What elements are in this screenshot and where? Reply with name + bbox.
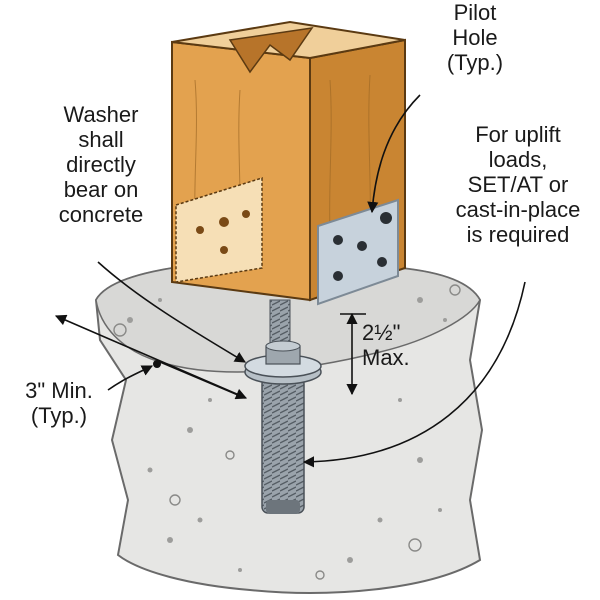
- concrete-anchor: [261, 377, 305, 514]
- embed-depth-line-2: Max.: [362, 345, 410, 370]
- edge-distance-line-2: (Typ.): [30, 403, 88, 428]
- uplift-label: For uplift loads, SET/AT or cast-in-plac…: [438, 122, 598, 247]
- uplift-line-2: loads,: [488, 147, 548, 172]
- uplift-line-3: SET/AT or: [467, 172, 569, 197]
- edge-distance-point: [153, 360, 161, 368]
- uplift-line-4: cast-in-place: [455, 197, 581, 222]
- pilot-hole-leader: [367, 94, 421, 214]
- pilot-hole-line-1: Pilot: [453, 0, 497, 25]
- uplift-line-5: is required: [466, 222, 570, 247]
- washer-line-1: Washer: [63, 102, 139, 127]
- edge-distance-arrow: [54, 314, 248, 400]
- pilot-hole-label: Pilot Hole (Typ.): [420, 0, 530, 75]
- edge-distance-label: 3" Min. (Typ.): [4, 378, 114, 428]
- washer-line-2: shall: [78, 127, 124, 152]
- washer-and-nut: [244, 340, 322, 385]
- post-base-side-plate: [175, 176, 263, 283]
- pilot-hole-line-2: Hole: [452, 25, 498, 50]
- edge-distance-line-1: 3" Min.: [25, 378, 93, 403]
- uplift-leader: [302, 281, 526, 468]
- leader-lines: [54, 94, 526, 468]
- washer-line-5: concrete: [58, 202, 144, 227]
- embed-depth-label: 2½" Max.: [362, 320, 432, 370]
- washer-label: Washer shall directly bear on concrete: [36, 102, 166, 227]
- edge-distance-leader: [107, 365, 154, 391]
- pilot-hole-line-3: (Typ.): [446, 50, 504, 75]
- washer-line-3: directly: [66, 152, 136, 177]
- washer-line-4: bear on: [63, 177, 139, 202]
- embed-depth-line-1: 2½": [362, 320, 401, 345]
- uplift-line-1: For uplift: [475, 122, 561, 147]
